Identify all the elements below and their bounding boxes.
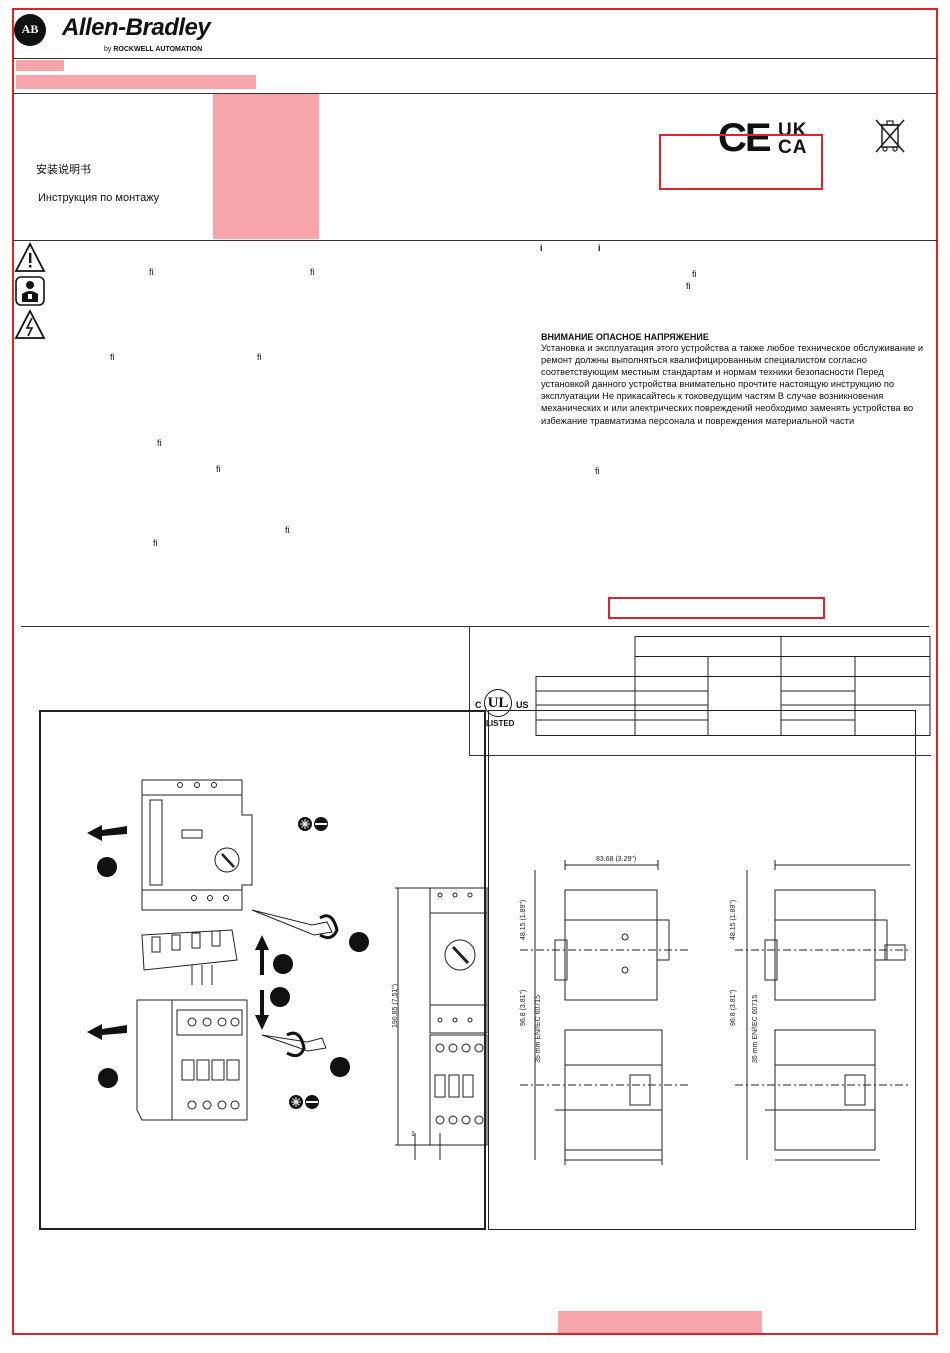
ligature-fi: ﬁ <box>595 466 600 476</box>
step-marker <box>349 932 369 952</box>
redacted-block <box>16 75 256 89</box>
dim-offset-bottom-right: 96.8 (3.81") <box>730 989 737 1026</box>
warning-body: Установка и эксплуатация этого устройств… <box>541 343 924 426</box>
ligature-fi: ﬁ <box>310 267 315 277</box>
ligature-fi: ﬁ <box>692 269 697 279</box>
ligature-fi: ﬁ <box>149 267 154 277</box>
ul-us-mark: US <box>516 700 529 710</box>
dim-rail-left: 35 mm EN/IEC 60715 <box>535 994 542 1063</box>
dim-offset-bottom-left: 96.8 (3.81") <box>520 989 527 1026</box>
title-chinese: 安装说明书 <box>36 163 91 176</box>
ratings-table <box>535 636 931 736</box>
lower-divider <box>21 626 929 627</box>
ligature-fi: ﬁ <box>257 352 262 362</box>
screwdriver-type-icon <box>298 817 328 831</box>
front-view-drawing <box>395 887 488 1160</box>
dim-total-height: 190.85 (7.51") <box>392 983 399 1028</box>
redacted-block <box>16 60 64 71</box>
weee-bin-icon <box>875 119 905 153</box>
ce-mark: CE <box>718 116 772 160</box>
page-frame <box>12 8 938 1335</box>
ligature-i: i <box>540 243 543 253</box>
assembly-illustration <box>87 779 339 1121</box>
dimension-diagram-frame <box>488 710 916 1230</box>
ul-listed-text: LISTED <box>486 719 515 728</box>
redacted-block <box>213 94 319 239</box>
step-marker <box>98 1068 118 1088</box>
ul-listed-logo: UL <box>484 689 512 717</box>
dim-marker: 1 <box>411 1131 415 1138</box>
ukca-line2: CA <box>778 137 808 158</box>
screwdriver-type-icon <box>289 1095 319 1109</box>
ligature-i: i <box>598 243 601 253</box>
section-divider <box>13 240 937 241</box>
ul-logo-text: UL <box>487 695 509 711</box>
column-divider <box>469 626 470 756</box>
ul-c-mark: C <box>475 700 482 710</box>
dim-offset-top-left: 48.15 (1.89") <box>520 899 527 940</box>
dim-offset-top-right: 48.15 (1.89") <box>730 899 737 940</box>
assembly-diagram-frame <box>39 710 486 1230</box>
side-view-left-drawing <box>520 860 690 1165</box>
dim-width-top: 83.68 (3.29") <box>596 856 637 863</box>
step-marker <box>330 1057 350 1077</box>
ligature-fi: ﬁ <box>216 464 221 474</box>
qualified-personnel-icon <box>15 276 45 306</box>
byline-company: ROCKWELL AUTOMATION <box>113 46 203 53</box>
brand-byline: by ROCKWELL AUTOMATION <box>104 46 202 53</box>
byline-prefix: by <box>104 46 112 53</box>
warning-triangle-icon <box>14 242 46 272</box>
title-russian: Инструкция по монтажу <box>38 192 160 204</box>
ligature-fi: ﬁ <box>285 525 290 535</box>
title-divider <box>13 93 937 94</box>
logo-letters: AB <box>21 22 39 36</box>
ligature-fi: ﬁ <box>686 281 691 291</box>
brand-name: Allen-Bradley <box>62 14 211 41</box>
warning-title: ВНИМАНИЕ ОПАСНОЕ НАПРЯЖЕНИЕ <box>541 332 709 342</box>
step-marker <box>270 987 290 1007</box>
redacted-outline <box>608 597 825 619</box>
redacted-block <box>558 1311 762 1333</box>
step-marker <box>97 857 117 877</box>
step-marker <box>273 954 293 974</box>
side-view-right-drawing <box>735 860 910 1161</box>
ligature-fi: ﬁ <box>110 352 115 362</box>
dim-rail-right: 35 mm EN/IEC 60715 <box>752 994 759 1063</box>
table-bottom-divider <box>469 755 931 756</box>
allen-bradley-logo: AB <box>14 14 46 46</box>
electric-hazard-icon <box>14 309 46 339</box>
ligature-fi: ﬁ <box>157 438 162 448</box>
redacted-outline <box>659 134 823 190</box>
ligature-fi: ﬁ <box>153 538 158 548</box>
header-divider <box>13 58 937 59</box>
